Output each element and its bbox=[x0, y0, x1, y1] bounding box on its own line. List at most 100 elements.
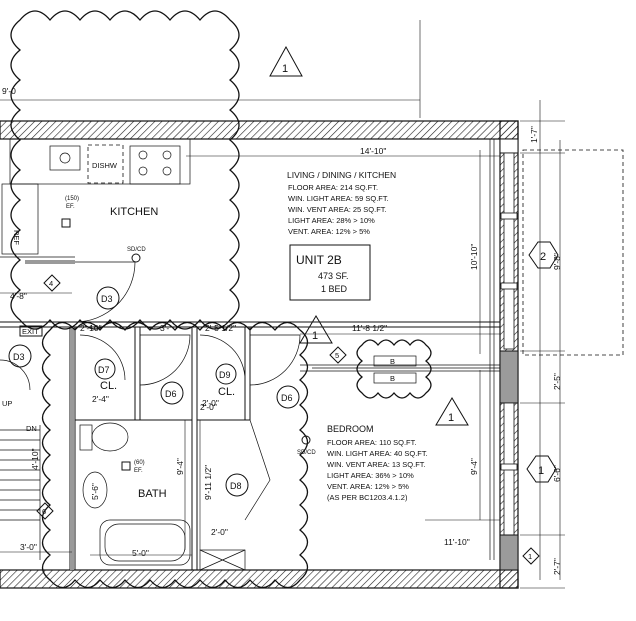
revision-cloud-window bbox=[356, 339, 432, 399]
door-tag-d3-b bbox=[8, 344, 32, 368]
exhaust-fans: (150)EF. (60)EF. bbox=[61, 196, 145, 474]
svg-text:9'-4": 9'-4" bbox=[175, 458, 185, 475]
svg-text:4'-10": 4'-10" bbox=[30, 448, 40, 470]
closet-label: CL. bbox=[100, 380, 117, 392]
window-type-hex-2 bbox=[528, 241, 559, 269]
door-tag-d3 bbox=[96, 286, 120, 310]
stair-up-label: UP bbox=[2, 399, 12, 408]
bedroom-label: BEDROOM bbox=[327, 424, 374, 434]
svg-text:9'-8": 9'-8" bbox=[552, 253, 562, 270]
exhaust-fan-icon bbox=[121, 461, 131, 471]
svg-text:(150)EF.: (150)EF. bbox=[65, 196, 79, 210]
interior-walls bbox=[0, 139, 500, 570]
svg-text:2'-0": 2'-0" bbox=[200, 402, 217, 412]
exterior-walls bbox=[0, 120, 519, 589]
unit-name: UNIT 2B bbox=[296, 253, 342, 267]
svg-text:2'-7": 2'-7" bbox=[552, 558, 562, 575]
unit-beds: 1 BED bbox=[321, 284, 348, 294]
svg-text:1: 1 bbox=[282, 63, 288, 75]
svg-text:(60)EF.: (60)EF. bbox=[134, 460, 145, 474]
revision-clouds bbox=[10, 10, 432, 589]
vent-box bbox=[199, 549, 246, 571]
ref-label: REF bbox=[12, 230, 21, 245]
south-wall bbox=[0, 569, 519, 589]
svg-text:6'-6": 6'-6" bbox=[552, 465, 562, 482]
stair-down-label: DN bbox=[26, 424, 37, 433]
svg-text:WIN. VENT AREA: 13 SQ.FT.: WIN. VENT AREA: 13 SQ.FT. bbox=[327, 460, 426, 469]
door-tag-d7 bbox=[94, 358, 116, 380]
svg-text:9'-11 1/2": 9'-11 1/2" bbox=[203, 465, 213, 500]
svg-text:D6: D6 bbox=[281, 393, 293, 403]
living-area-title: LIVING / DINING / KITCHEN bbox=[287, 170, 396, 180]
smoke-detector-icon bbox=[301, 435, 311, 445]
svg-text:D7: D7 bbox=[98, 365, 110, 375]
door-tag-d8 bbox=[225, 473, 249, 497]
svg-text:2'-5 1/2": 2'-5 1/2" bbox=[205, 323, 236, 333]
svg-text:WIN. LIGHT AREA: 40 SQ.FT.: WIN. LIGHT AREA: 40 SQ.FT. bbox=[327, 449, 428, 458]
svg-text:D3: D3 bbox=[13, 352, 25, 362]
svg-text:2'-4": 2'-4" bbox=[92, 394, 109, 404]
north-wall bbox=[0, 120, 519, 140]
bifold-door bbox=[244, 419, 271, 521]
dishwasher bbox=[87, 144, 124, 184]
door-swings bbox=[0, 261, 301, 521]
revision-cloud-kitchen bbox=[10, 10, 240, 330]
svg-text:5'-6": 5'-6" bbox=[90, 483, 100, 500]
dimension-lines bbox=[0, 20, 624, 589]
svg-text:2'-0": 2'-0" bbox=[211, 527, 228, 537]
svg-text:1: 1 bbox=[528, 552, 532, 561]
dishwasher-label: DISHW bbox=[92, 161, 118, 170]
svg-text:3'-0": 3'-0" bbox=[20, 542, 37, 552]
kitchen-label: KITCHEN bbox=[110, 206, 158, 218]
svg-text:9'-4": 9'-4" bbox=[469, 458, 479, 475]
svg-text:5: 5 bbox=[335, 351, 339, 360]
svg-text:11'-10": 11'-10" bbox=[444, 537, 470, 547]
stairs: UP DN bbox=[0, 399, 41, 560]
kitchen-door-swing bbox=[74, 261, 136, 323]
kitchen-sink bbox=[49, 145, 81, 171]
svg-text:1'-7": 1'-7" bbox=[529, 126, 539, 143]
kitchen-fixtures: DISHW REF bbox=[1, 138, 191, 255]
svg-text:14'-10": 14'-10" bbox=[360, 146, 386, 156]
svg-text:2'-10": 2'-10" bbox=[80, 323, 102, 333]
door-tag-d6-b bbox=[276, 385, 300, 409]
svg-text:VENT. AREA: 12% > 5%: VENT. AREA: 12% > 5% bbox=[327, 482, 409, 491]
svg-text:WIN. VENT AREA: 25 SQ.FT.: WIN. VENT AREA: 25 SQ.FT. bbox=[288, 205, 387, 214]
exhaust-fan-icon bbox=[61, 218, 71, 228]
svg-text:B: B bbox=[390, 357, 395, 366]
svg-text:2: 2 bbox=[540, 251, 546, 263]
svg-text:3'-: 3'- bbox=[160, 323, 169, 333]
svg-text:D6: D6 bbox=[165, 389, 177, 399]
revision-cloud-bath bbox=[41, 321, 309, 589]
bedroom-area-info: FLOOR AREA: 110 SQ.FT. WIN. LIGHT AREA: … bbox=[327, 438, 428, 502]
window-type-markers: 2 1 bbox=[526, 241, 559, 483]
svg-text:D9: D9 bbox=[219, 370, 231, 380]
svg-text:FLOOR AREA: 214 SQ.FT.: FLOOR AREA: 214 SQ.FT. bbox=[288, 183, 378, 192]
svg-text:SD/CD: SD/CD bbox=[297, 450, 316, 456]
bath-label: BATH bbox=[138, 488, 167, 500]
svg-text:WIN. LIGHT AREA: 59 SQ.FT.: WIN. LIGHT AREA: 59 SQ.FT. bbox=[288, 194, 389, 203]
window-dashed-box bbox=[522, 149, 624, 356]
diamond-markers: 4 5 6 1 bbox=[36, 274, 540, 565]
range bbox=[129, 145, 181, 185]
door-tag-d9 bbox=[215, 363, 237, 385]
revision-triangle-top bbox=[269, 45, 303, 77]
revision-triangle-bedroom bbox=[435, 397, 469, 426]
svg-text:VENT. AREA: 12% > 5%: VENT. AREA: 12% > 5% bbox=[288, 227, 370, 236]
smoke-detector-icon bbox=[131, 253, 141, 263]
svg-text:LIGHT AREA: 36% > 10%: LIGHT AREA: 36% > 10% bbox=[327, 471, 414, 480]
svg-text:4: 4 bbox=[49, 279, 53, 288]
window-type-hex-1 bbox=[526, 455, 557, 483]
svg-text:D3: D3 bbox=[101, 294, 113, 304]
bedroom-window-symbol: B B bbox=[312, 355, 500, 384]
smoke-detectors: SD/CD SD/CD bbox=[127, 247, 316, 456]
svg-text:5'-0": 5'-0" bbox=[132, 548, 149, 558]
svg-text:(AS PER BC1203.4.1.2): (AS PER BC1203.4.1.2) bbox=[327, 493, 408, 502]
svg-text:SD/CD: SD/CD bbox=[127, 247, 146, 253]
door-tag-d6 bbox=[160, 381, 184, 405]
svg-text:10'-10": 10'-10" bbox=[469, 244, 479, 270]
refrigerator bbox=[1, 183, 39, 255]
svg-text:1: 1 bbox=[448, 412, 454, 424]
svg-text:FLOOR AREA: 110 SQ.FT.: FLOOR AREA: 110 SQ.FT. bbox=[327, 438, 416, 447]
